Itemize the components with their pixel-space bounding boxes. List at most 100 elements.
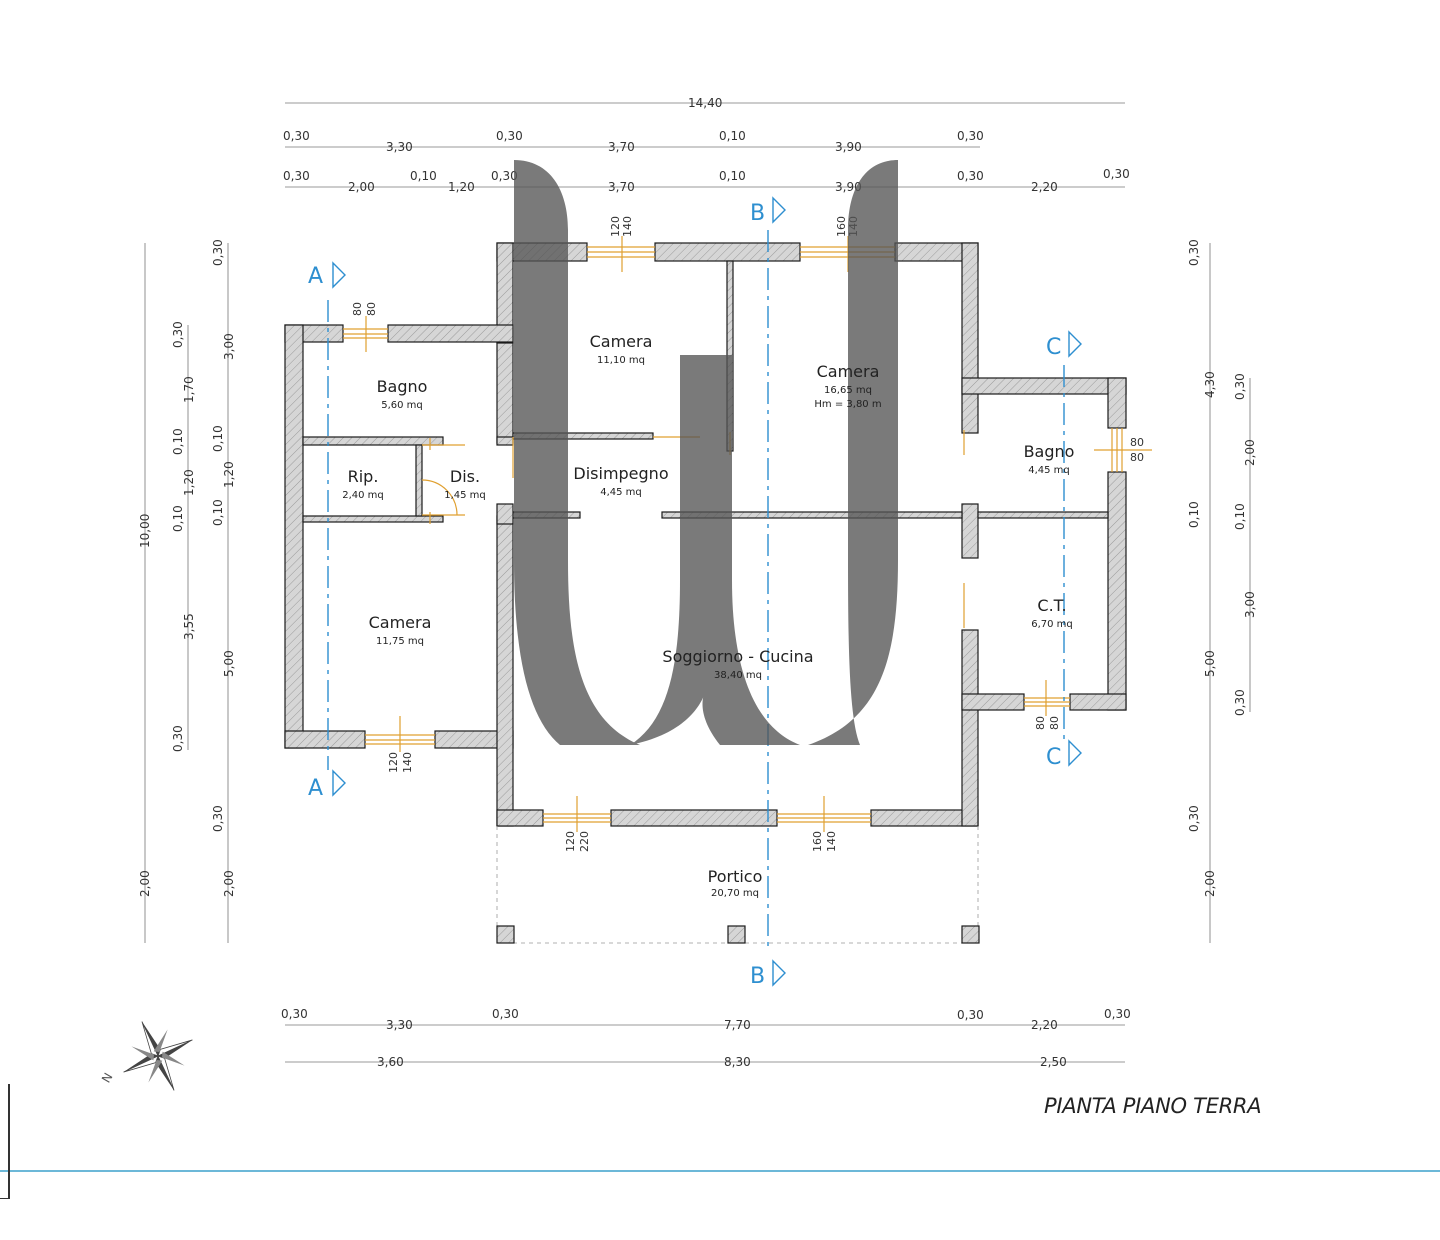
svg-text:80: 80 xyxy=(1034,716,1047,730)
svg-text:0,30: 0,30 xyxy=(957,1008,984,1022)
svg-text:80: 80 xyxy=(1130,451,1144,464)
dim-right-outer: 0,30 2,00 0,10 3,00 0,30 xyxy=(1233,373,1257,716)
svg-text:220: 220 xyxy=(578,831,591,852)
room-portico-name: Portico xyxy=(708,867,763,886)
svg-text:0,30: 0,30 xyxy=(283,129,310,143)
svg-text:0,10: 0,10 xyxy=(171,428,185,455)
room-soggiorno-area: 38,40 mq xyxy=(714,670,762,681)
room-camera-2-name: Camera xyxy=(817,362,880,381)
watermark-logo xyxy=(514,160,898,745)
section-b-top-label: B xyxy=(750,201,765,226)
svg-text:120: 120 xyxy=(387,752,400,773)
svg-text:80: 80 xyxy=(351,302,364,316)
room-bagno-1-area: 5,60 mq xyxy=(381,400,423,411)
svg-text:0,10: 0,10 xyxy=(719,129,746,143)
svg-text:0,30: 0,30 xyxy=(171,725,185,752)
room-soggiorno-name: Soggiorno - Cucina xyxy=(662,647,813,666)
svg-text:2,00: 2,00 xyxy=(1203,870,1217,897)
svg-text:7,70: 7,70 xyxy=(724,1018,751,1032)
svg-text:0,30: 0,30 xyxy=(957,129,984,143)
svg-text:140: 140 xyxy=(825,831,838,852)
svg-text:0,10: 0,10 xyxy=(410,169,437,183)
room-disimpegno-area: 4,45 mq xyxy=(600,487,642,498)
dim-left-outer: 0,30 1,70 0,10 1,20 0,10 3,55 0,30 xyxy=(171,321,196,752)
svg-text:3,70: 3,70 xyxy=(608,180,635,194)
svg-text:140: 140 xyxy=(401,752,414,773)
svg-text:3,00: 3,00 xyxy=(222,333,236,360)
room-rip-area: 2,40 mq xyxy=(342,490,384,501)
svg-text:140: 140 xyxy=(621,216,634,237)
svg-text:0,30: 0,30 xyxy=(957,169,984,183)
opening-labels: 120 140 160 140 80 80 80 80 80 80 120 14… xyxy=(351,216,1144,852)
svg-text:4,30: 4,30 xyxy=(1203,371,1217,398)
svg-text:0,30: 0,30 xyxy=(171,321,185,348)
section-markers: A A B B C C xyxy=(308,196,1082,989)
svg-text:0,30: 0,30 xyxy=(492,1007,519,1021)
svg-text:2,00: 2,00 xyxy=(222,870,236,897)
room-labels: Camera 11,10 mq Camera 16,65 mq Hm = 3,8… xyxy=(342,332,1074,899)
svg-text:3,70: 3,70 xyxy=(608,140,635,154)
svg-text:0,30: 0,30 xyxy=(283,169,310,183)
svg-text:0,10: 0,10 xyxy=(1233,503,1247,530)
svg-text:2,00: 2,00 xyxy=(348,180,375,194)
svg-text:120: 120 xyxy=(609,216,622,237)
dim-top-row1: 0,30 3,30 0,30 3,70 0,10 3,90 0,30 xyxy=(283,129,984,154)
room-bagno-2-area: 4,45 mq xyxy=(1028,465,1070,476)
portico xyxy=(496,826,980,944)
footer-divider xyxy=(0,1170,1440,1172)
compass-rose-icon xyxy=(123,1021,193,1091)
svg-text:1,70: 1,70 xyxy=(182,376,196,403)
room-bagno-1-name: Bagno xyxy=(377,377,428,396)
svg-text:0,30: 0,30 xyxy=(1104,1007,1131,1021)
svg-text:160: 160 xyxy=(811,831,824,852)
svg-text:2,00: 2,00 xyxy=(1243,439,1257,466)
dim-top-total: 14,40 xyxy=(688,96,722,110)
svg-text:80: 80 xyxy=(1130,436,1144,449)
svg-text:2,20: 2,20 xyxy=(1031,180,1058,194)
compass-north-label: N xyxy=(99,1070,116,1085)
svg-text:0,30: 0,30 xyxy=(491,169,518,183)
svg-text:1,20: 1,20 xyxy=(222,461,236,488)
section-c-top-label: C xyxy=(1046,335,1061,360)
dim-right-inner: 0,30 4,30 0,10 5,00 0,30 2,00 xyxy=(1187,239,1217,897)
dim-left-inner: 0,30 3,00 0,10 1,20 0,10 5,00 0,30 2,00 xyxy=(211,239,236,897)
svg-text:0,30: 0,30 xyxy=(1103,167,1130,181)
section-b-bottom-label: B xyxy=(750,964,765,989)
svg-text:5,00: 5,00 xyxy=(222,650,236,677)
room-camera-1-area: 11,10 mq xyxy=(597,355,645,366)
svg-text:3,30: 3,30 xyxy=(386,140,413,154)
room-camera-2-area: 16,65 mq xyxy=(824,385,872,396)
svg-text:0,30: 0,30 xyxy=(1187,239,1201,266)
svg-text:80: 80 xyxy=(365,302,378,316)
svg-text:0,10: 0,10 xyxy=(171,505,185,532)
dimension-lines xyxy=(144,102,1251,1063)
room-ct-area: 6,70 mq xyxy=(1031,619,1073,630)
section-a-bottom-label: A xyxy=(308,776,323,801)
room-ct-name: C.T. xyxy=(1037,596,1066,615)
room-rip-name: Rip. xyxy=(348,467,379,486)
svg-text:5,00: 5,00 xyxy=(1203,650,1217,677)
svg-text:0,10: 0,10 xyxy=(1187,501,1201,528)
svg-text:0,30: 0,30 xyxy=(1187,805,1201,832)
svg-text:3,30: 3,30 xyxy=(386,1018,413,1032)
room-camera-1-name: Camera xyxy=(590,332,653,351)
svg-text:10,00: 10,00 xyxy=(138,514,152,548)
svg-text:1,20: 1,20 xyxy=(182,469,196,496)
svg-text:2,20: 2,20 xyxy=(1031,1018,1058,1032)
svg-text:160: 160 xyxy=(835,216,848,237)
room-camera-3-area: 11,75 mq xyxy=(376,636,424,647)
room-dis-name: Dis. xyxy=(450,467,480,486)
dim-bottom-row1: 0,30 3,30 0,30 7,70 0,30 2,20 0,30 xyxy=(281,1007,1131,1032)
svg-text:0,30: 0,30 xyxy=(1233,373,1247,400)
room-disimpegno-name: Disimpegno xyxy=(573,464,668,483)
svg-text:3,55: 3,55 xyxy=(182,613,196,640)
section-lines xyxy=(327,230,1065,950)
dim-top-row2: 0,30 2,00 0,10 1,20 0,30 3,70 0,10 3,90 … xyxy=(283,167,1130,194)
svg-text:0,30: 0,30 xyxy=(211,805,225,832)
dim-bottom-row2: 3,60 8,30 2,50 xyxy=(377,1055,1067,1069)
room-dis-area: 1,45 mq xyxy=(444,490,486,501)
svg-text:0,30: 0,30 xyxy=(211,239,225,266)
svg-text:0,10: 0,10 xyxy=(719,169,746,183)
svg-text:2,50: 2,50 xyxy=(1040,1055,1067,1069)
